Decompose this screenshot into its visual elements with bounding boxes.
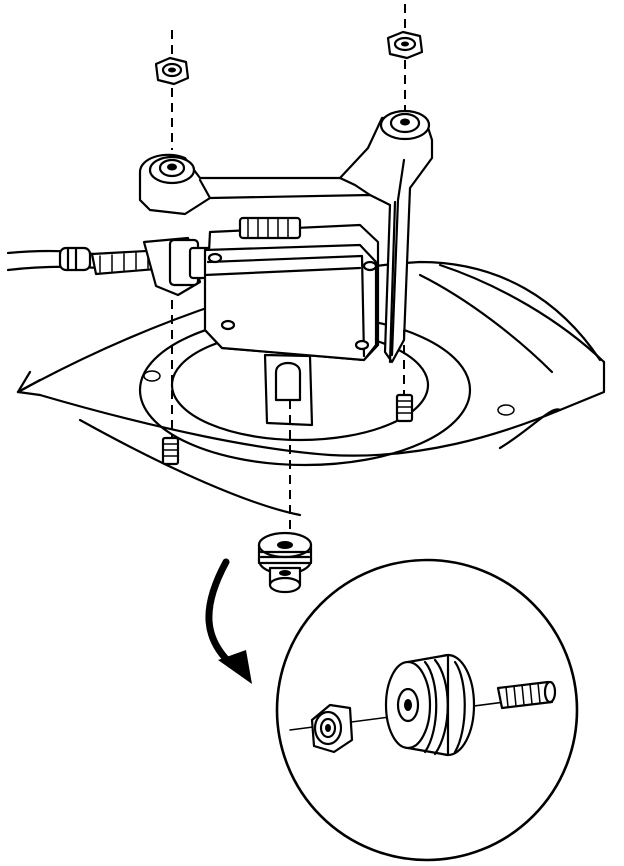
detail-grommet <box>384 653 476 757</box>
wiring-harness <box>6 236 214 297</box>
hex-nut-right <box>386 30 424 60</box>
hex-nut-left <box>154 56 190 86</box>
mount-stud-left <box>161 436 180 466</box>
control-module <box>203 216 380 427</box>
detail-view-circle <box>275 558 579 862</box>
detail-hex-nut <box>310 703 354 754</box>
mount-stud-right <box>395 393 414 423</box>
detail-stud <box>496 680 557 710</box>
body-panel <box>16 260 606 517</box>
rotate-arrow-icon <box>205 558 252 684</box>
grommet-exploded <box>257 531 313 594</box>
assembly-centerlines <box>171 4 406 535</box>
mounting-bracket <box>138 116 434 364</box>
right-mount-boss <box>379 109 431 141</box>
left-mount-boss <box>148 155 196 185</box>
